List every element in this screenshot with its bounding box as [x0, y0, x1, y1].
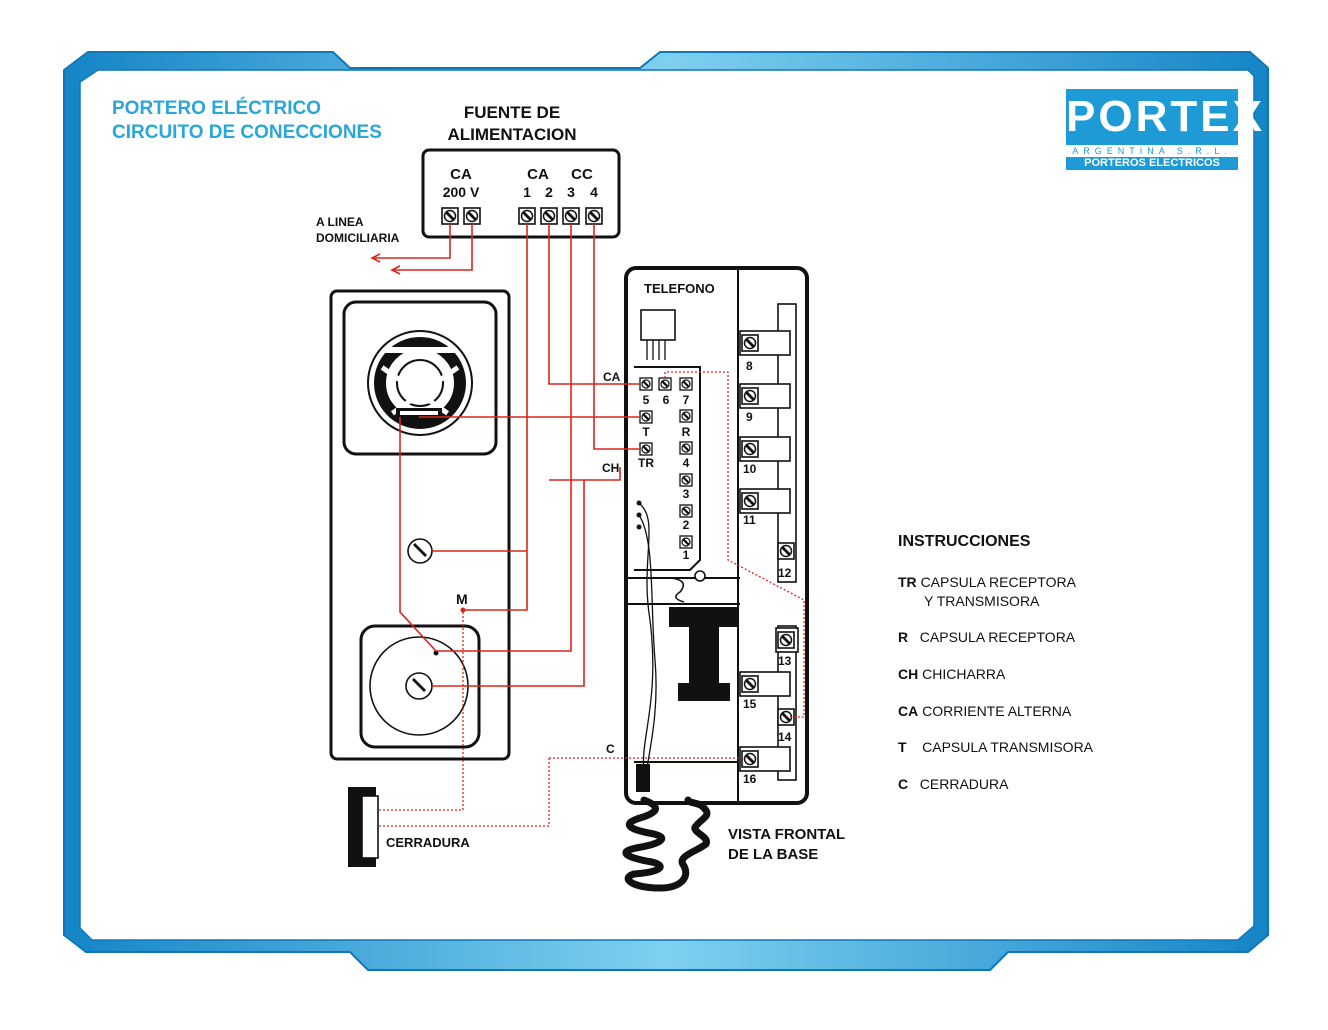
mains-line-wires — [370, 224, 473, 275]
page-title: PORTERO ELÉCTRICO CIRCUITO DE CONECCIONE… — [112, 97, 382, 145]
portex-logo: PORTEX ARGENTINA S.R.L. PORTEROS ELECTRI… — [1066, 89, 1265, 170]
wire-label-c: C — [606, 742, 615, 756]
terminal-13: 13 — [778, 654, 792, 668]
instruction-code: T — [898, 739, 907, 755]
logo-bar: PORTEROS ELECTRICOS — [1066, 157, 1238, 170]
terminal-10: 10 — [743, 462, 757, 476]
phone-caption-2: DE LA BASE — [728, 846, 818, 863]
wiring-red — [399, 224, 640, 687]
line-label-2: DOMICILIARIA — [316, 231, 400, 245]
supply-terminal-3: 3 — [567, 184, 575, 200]
power-supply-title-1: FUENTE DE — [464, 103, 560, 122]
m-label: M — [456, 591, 468, 607]
logo-word: PORTEX — [1066, 92, 1265, 141]
instruction-item: C CERRADURA — [898, 775, 1008, 794]
supply-voltage-label: 200 V — [443, 184, 480, 200]
terminal-4: 4 — [683, 456, 690, 470]
instruction-text: CHICHARRA — [922, 666, 1006, 682]
terminal-15: 15 — [743, 697, 757, 711]
instructions-heading: INSTRUCCIONES — [898, 533, 1031, 550]
phone-caption-1: VISTA FRONTAL — [728, 826, 845, 843]
instruction-code: TR — [898, 574, 917, 590]
door-panel — [329, 289, 511, 761]
line-label-1: A LINEA — [316, 215, 364, 229]
instruction-code: C — [898, 776, 909, 792]
supply-cc-label: CC — [571, 166, 593, 183]
terminal-12: 12 — [778, 566, 792, 580]
instruction-item: TR CAPSULA RECEPTORA Y TRANSMISORA — [898, 573, 1076, 611]
terminal-2: 2 — [683, 518, 690, 532]
supply-terminal-2: 2 — [545, 184, 553, 200]
instruction-item: CH CHICHARRA — [898, 665, 1005, 684]
logo-box — [1066, 89, 1238, 145]
wire-label-ch: CH — [602, 461, 619, 475]
instruction-text: CAPSULA RECEPTORA — [920, 574, 1076, 590]
title-line-1: PORTERO ELÉCTRICO — [112, 98, 322, 119]
terminal-11: 11 — [743, 513, 756, 527]
terminal-7: 7 — [683, 393, 690, 407]
supply-terminal-1: 1 — [523, 184, 531, 200]
instruction-text: CAPSULA TRANSMISORA — [922, 739, 1094, 755]
terminal-tr: TR — [638, 456, 654, 470]
terminal-r: R — [682, 425, 691, 439]
terminal-5: 5 — [643, 393, 650, 407]
instruction-code: R — [898, 629, 909, 645]
terminal-9: 9 — [746, 410, 753, 424]
instruction-text: CORRIENTE ALTERNA — [922, 703, 1072, 719]
power-supply-title-2: ALIMENTACION — [447, 125, 576, 144]
power-supply — [421, 148, 621, 239]
instruction-text: CAPSULA RECEPTORA — [919, 629, 1076, 645]
terminal-16: 16 — [743, 772, 757, 786]
lock-device — [348, 787, 379, 867]
terminal-1: 1 — [683, 548, 690, 562]
phone-title: TELEFONO — [644, 281, 715, 296]
terminal-14: 14 — [778, 730, 792, 744]
instruction-text: CERRADURA — [919, 776, 1009, 792]
wiring-dotted — [376, 371, 805, 827]
instruction-code: CH — [898, 666, 919, 682]
instruction-text-2: Y TRANSMISORA — [924, 593, 1040, 609]
supply-terminal-4: 4 — [590, 184, 598, 200]
terminal-6: 6 — [663, 393, 670, 407]
instruction-item: R CAPSULA RECEPTORA — [898, 628, 1075, 647]
terminal-8: 8 — [746, 359, 753, 373]
terminal-t: T — [642, 425, 650, 439]
logo-subtitle: ARGENTINA S.R.L. — [1072, 146, 1232, 156]
instruction-item: CA CORRIENTE ALTERNA — [898, 702, 1071, 721]
phone-right-terminals — [739, 330, 799, 772]
wire-label-ca: CA — [603, 370, 621, 384]
instruction-code: CA — [898, 703, 919, 719]
title-line-2: CIRCUITO DE CONECCIONES — [112, 122, 382, 143]
supply-ca-label: CA — [450, 166, 472, 183]
supply-ca-out-label: CA — [527, 166, 549, 183]
terminal-3: 3 — [683, 487, 690, 501]
lock-label: CERRADURA — [386, 835, 470, 850]
instruction-item: T CAPSULA TRANSMISORA — [898, 738, 1093, 757]
